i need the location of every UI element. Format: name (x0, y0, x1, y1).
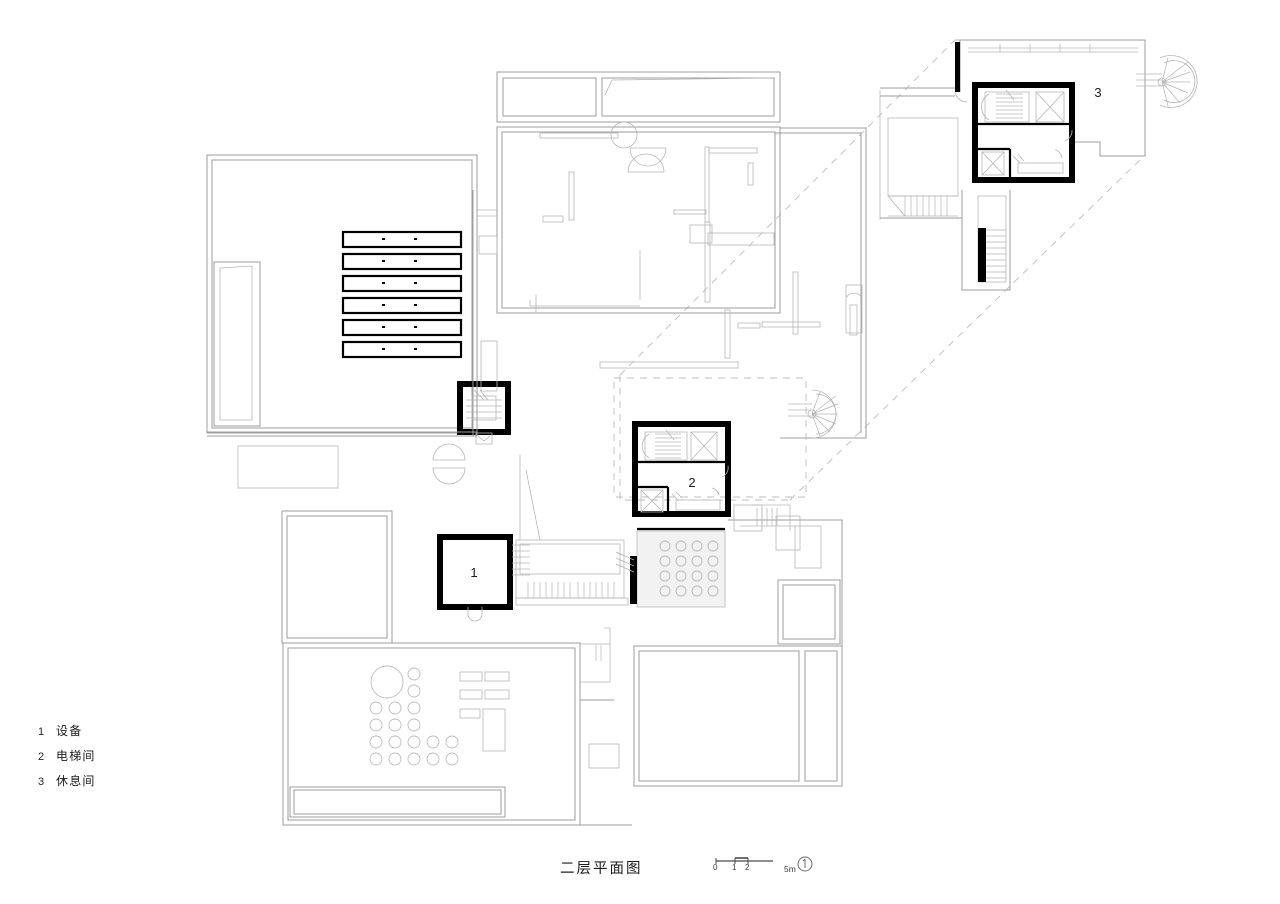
rooms-mid-band (207, 190, 498, 644)
service-shaft-box (457, 381, 511, 445)
scale-bar-graphic (715, 857, 773, 864)
atrium-void-outline (613, 377, 807, 498)
room-tag-1: 1 (470, 565, 477, 580)
hall-bench-bars (341, 230, 463, 359)
legend-item-1: 1 设备 (38, 722, 228, 747)
furniture-rect-group (459, 671, 510, 752)
furniture-circles (369, 665, 459, 766)
scale-tick-0: 0 (713, 863, 718, 872)
legend-label-3: 休息间 (56, 774, 96, 788)
room-tag-3: 3 (1094, 85, 1101, 100)
legend-label-1: 设备 (56, 724, 83, 738)
legend-number-2: 2 (38, 751, 45, 763)
room-bottom-left-hall (282, 642, 581, 826)
rooms-bottom-right (633, 519, 843, 787)
rooms-bottom-middle (579, 627, 632, 826)
north-arrow-icon (797, 856, 813, 872)
legend: 1 设备 2 电梯间 3 休息间 (38, 722, 228, 797)
legend-label-2: 电梯间 (56, 749, 96, 763)
room-bottom-circle-grid (630, 527, 726, 608)
legend-number-1: 1 (38, 726, 45, 738)
room-atrium (529, 127, 867, 439)
callout-leader-lines (619, 39, 1146, 501)
room-left-hall (206, 154, 478, 434)
drawing-title: 二层平面图 (560, 860, 643, 877)
central-stair-run (512, 455, 635, 606)
room-3-rest-room: 3 (972, 82, 1102, 183)
drawing-caption: 二层平面图 (560, 852, 860, 882)
rooms-right-of-lobby (733, 504, 801, 551)
scale-bar: 0 1 2 5m (710, 852, 830, 880)
room-tag-2: 2 (688, 475, 695, 490)
enlargement-context-top-right (879, 39, 1198, 291)
legend-item-2: 2 电梯间 (38, 747, 228, 772)
room-2-elevator-lobby: 2 (632, 421, 731, 517)
room-upper-gallery (496, 71, 781, 314)
scale-tick-1: 1 (732, 863, 737, 872)
spiral-stair-main (788, 389, 839, 439)
scale-tick-2: 2 (745, 863, 750, 872)
scale-end-label: 5m (784, 864, 796, 874)
room-1-equipment: 1 (437, 534, 513, 622)
legend-number-3: 3 (38, 776, 45, 788)
legend-item-3: 3 休息间 (38, 772, 228, 797)
